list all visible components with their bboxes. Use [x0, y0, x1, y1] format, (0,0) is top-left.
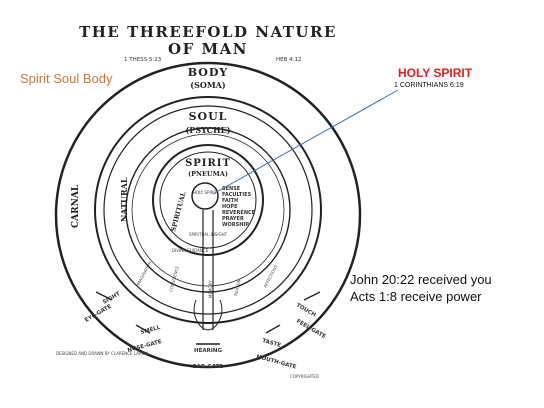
faculty-item: FAITH — [222, 198, 238, 204]
natural-circle — [125, 127, 291, 293]
gate-sight: SIGHT — [102, 291, 122, 306]
faculty-item: REVERENCE — [222, 210, 256, 216]
body-sub-label: (SOMA) — [190, 80, 226, 90]
body-circle — [54, 61, 362, 369]
faculty-item: FACULTIES — [222, 192, 251, 198]
region-affections: AFFECTIONS — [262, 264, 278, 289]
gate-touch: TOUCH — [295, 303, 317, 319]
soul-outer-circle — [94, 96, 322, 324]
holy-spirit-label: HOLY SPIRIT — [398, 66, 473, 80]
gate-openings — [95, 291, 321, 345]
faculty-item: WORSHIP — [222, 222, 249, 228]
spirit-label: SPIRIT — [185, 158, 231, 169]
central-channel — [202, 210, 214, 330]
corinthians-reference: 1 CORINTHIANS 6:19 — [394, 82, 464, 89]
faculty-item: HOPE — [222, 204, 238, 210]
spirit-inner-circle — [159, 151, 257, 249]
region-conscience: CONSCIENCE — [168, 265, 180, 292]
region-imagination: IMAGINATION — [135, 260, 152, 286]
gate-smell: SMELL — [140, 325, 162, 336]
soul-inner-circle — [103, 105, 313, 315]
faculty-list: SENSE FACULTIES FAITH HOPE REVERENCE PRA… — [222, 186, 256, 228]
holy-spirit-core-label: HOLY SPIRIT — [193, 190, 218, 195]
soul-sub-label: (PSYCHE) — [186, 125, 231, 135]
region-reason: REASON — [233, 279, 241, 296]
diagram-title-line2: OF MAN — [168, 40, 248, 58]
john-reference: John 20:22 received you — [350, 272, 492, 287]
holy-spirit-pointer-line — [212, 89, 399, 195]
spiritual-label: SPIRITUAL — [169, 190, 187, 232]
divine-guidance-label: DIVINE GUIDANCE — [172, 248, 209, 253]
faculty-item: SENSE — [222, 186, 241, 192]
spirit-outer-circle — [152, 144, 264, 256]
region-memory: MEMORY — [208, 280, 213, 298]
spirit-soul-body-label: Spirit Soul Body — [20, 71, 113, 86]
gate-mouth: MOUTH-GATE — [255, 354, 296, 370]
soul-label: SOUL — [189, 110, 228, 123]
gate-hearing: HEARING — [194, 348, 223, 354]
faculty-item: PRAYER — [222, 216, 244, 222]
copyright-text: COPYRIGHTED — [290, 374, 319, 379]
diagram-title-line1: THE THREEFOLD NATURE — [79, 23, 337, 41]
carnal-label: CARNAL — [71, 184, 81, 228]
natural-inner-circle — [131, 133, 285, 287]
ref-thessalonians: 1 THESS 5:23 — [124, 57, 162, 63]
credit-text: DESIGNED AND DRAWN BY CLARENCE LARKIN — [56, 351, 148, 356]
ref-hebrews: HEB 4:12 — [276, 57, 301, 63]
channel-base — [193, 299, 223, 331]
acts-reference: Acts 1:8 receive power — [350, 289, 482, 304]
spiritual-insight-label: SPIRITUAL INSIGHT — [189, 232, 228, 237]
spirit-sub-label: (PNEUMA) — [188, 170, 228, 178]
body-label: BODY — [188, 66, 228, 79]
gate-ear: EAR-GATE — [193, 364, 224, 370]
gate-taste: TASTE — [261, 338, 281, 349]
holy-spirit-core — [191, 182, 219, 210]
natural-label: NATURAL — [119, 177, 129, 222]
